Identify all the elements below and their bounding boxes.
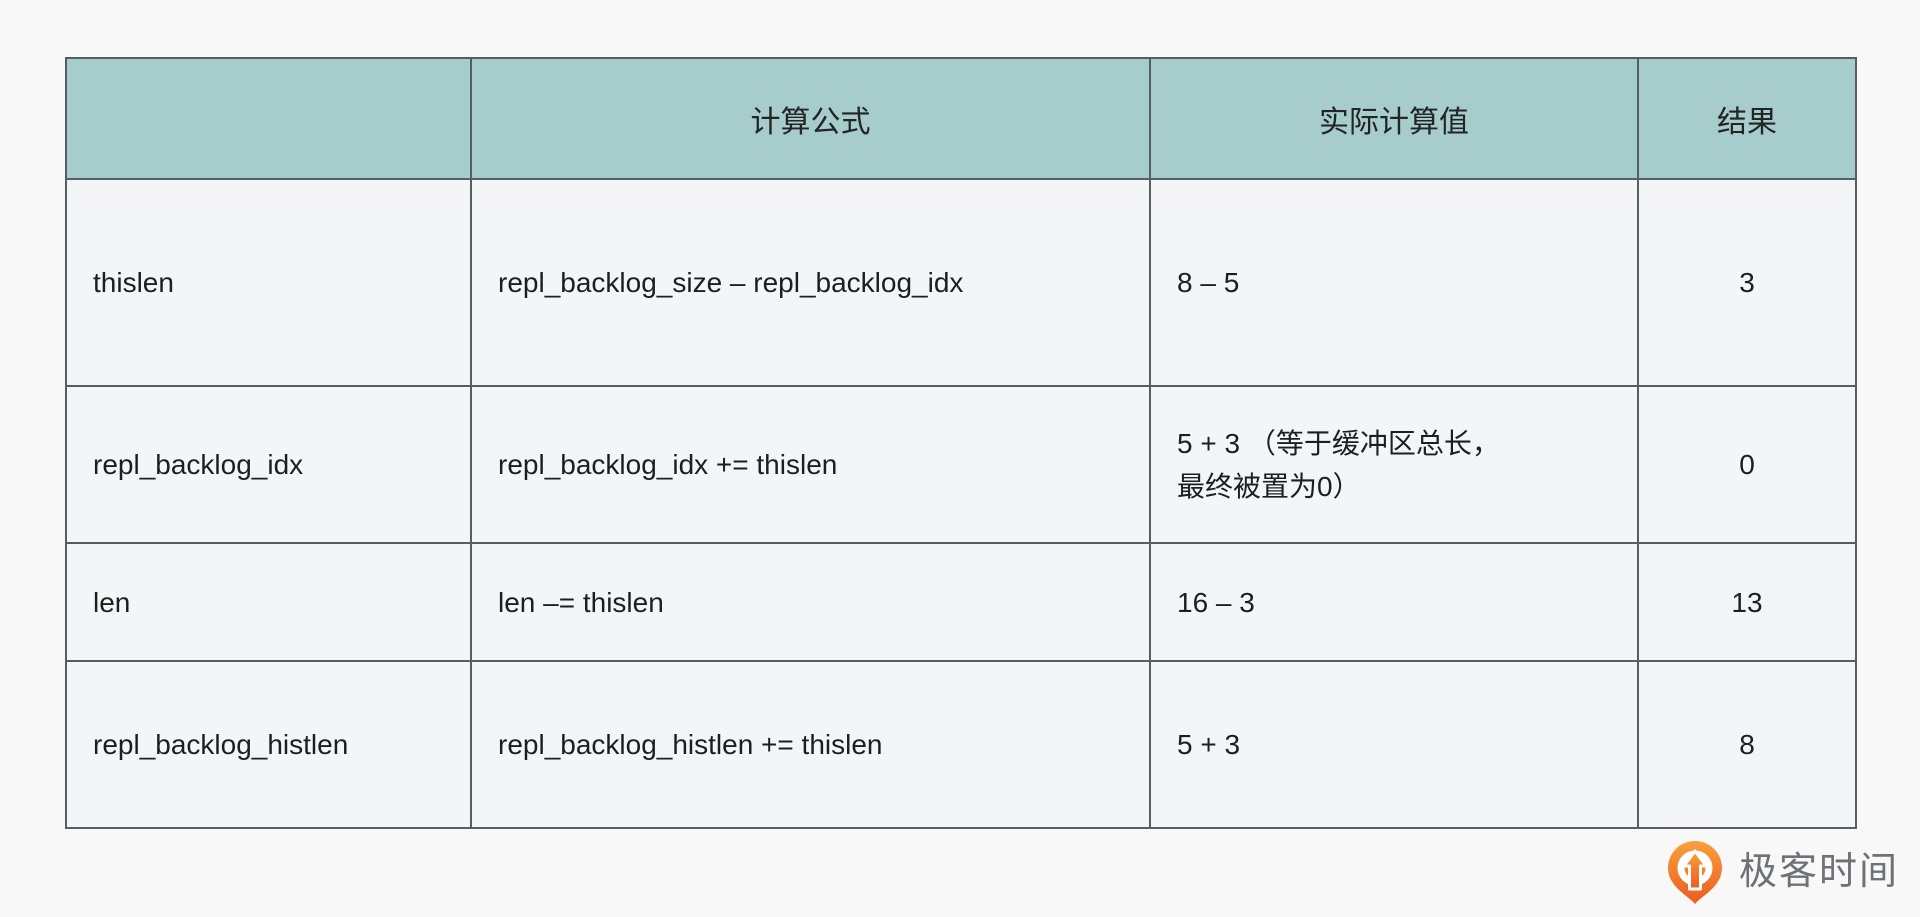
- row-label-cell: repl_backlog_idx: [65, 385, 472, 544]
- result-cell: 8: [1637, 660, 1857, 829]
- calculation-table: 计算公式 实际计算值 结果 thislen repl_backlog_size …: [65, 57, 1857, 829]
- result-cell: 3: [1637, 178, 1857, 387]
- result-cell: 13: [1637, 542, 1857, 662]
- result-cell: 0: [1637, 385, 1857, 544]
- table-row-thislen: thislen repl_backlog_size – repl_backlog…: [65, 178, 1857, 387]
- geektime-logo: 极客时间: [1663, 839, 1899, 905]
- formula-cell: len –= thislen: [470, 542, 1151, 662]
- table-row-len: len len –= thislen 16 – 3 13: [65, 542, 1857, 662]
- value-cell: 8 – 5: [1149, 178, 1639, 387]
- header-formula-cell: 计算公式: [470, 57, 1151, 180]
- geektime-pin-icon: [1668, 841, 1722, 904]
- formula-cell: repl_backlog_histlen += thislen: [470, 660, 1151, 829]
- table-row-repl-backlog-idx: repl_backlog_idx repl_backlog_idx += thi…: [65, 385, 1857, 544]
- geektime-logo-text: 极客时间: [1739, 851, 1900, 893]
- row-label-cell: len: [65, 542, 472, 662]
- header-value-cell: 实际计算值: [1149, 57, 1639, 180]
- header-result-cell: 结果: [1637, 57, 1857, 180]
- table-row-repl-backlog-histlen: repl_backlog_histlen repl_backlog_histle…: [65, 660, 1857, 829]
- formula-cell: repl_backlog_idx += thislen: [470, 385, 1151, 544]
- row-label-cell: repl_backlog_histlen: [65, 660, 472, 829]
- header-empty-cell: [65, 57, 472, 180]
- value-cell: 16 – 3: [1149, 542, 1639, 662]
- formula-cell: repl_backlog_size – repl_backlog_idx: [470, 178, 1151, 387]
- header-row: 计算公式 实际计算值 结果: [65, 57, 1857, 180]
- value-cell: 5 + 3: [1149, 660, 1639, 829]
- value-cell: 5 + 3 （等于缓冲区总长， 最终被置为0）: [1149, 385, 1639, 544]
- row-label-cell: thislen: [65, 178, 472, 387]
